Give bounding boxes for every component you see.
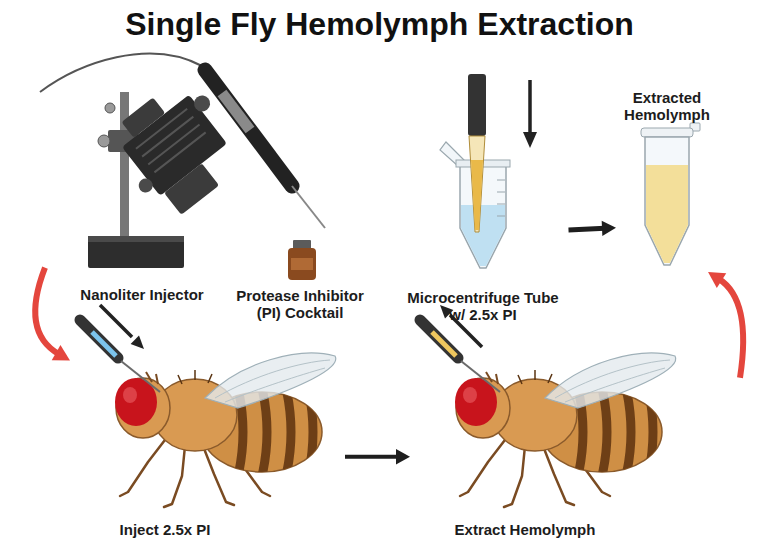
nanoliter-injector — [136, 109, 206, 173]
station-caption: Nanoliter Injector — [62, 286, 222, 303]
nanoliter-injector — [191, 92, 213, 114]
injection-pipette — [100, 305, 132, 337]
caption-block: Extract Hemolymph — [425, 521, 625, 538]
caption-block: Extracted Hemolymph — [621, 89, 713, 124]
microcentrifuge-tube — [461, 205, 505, 266]
process-station: Protease Inhibitor (PI) Cocktail — [227, 238, 375, 321]
nanoliter-injector — [88, 236, 184, 268]
nanoliter-injector — [40, 54, 325, 268]
station-caption: Microcentrifuge Tube w/ 2.5x PI — [401, 289, 566, 324]
extraction-pipette — [461, 361, 500, 392]
caption-block: Nanoliter Injector — [62, 286, 222, 303]
microcentrifuge-tube — [440, 74, 537, 268]
flow-arrow — [708, 272, 743, 378]
flow-arrow — [35, 268, 70, 361]
microcentrifuge-tube — [469, 136, 485, 232]
caption-block: Inject 2.5x PI — [75, 521, 255, 538]
station-caption: Inject 2.5x PI — [75, 521, 255, 538]
extracted-tube — [646, 165, 688, 263]
extracted-tube — [645, 137, 689, 265]
nanoliter-injector — [136, 176, 156, 196]
injection-pipette — [80, 320, 118, 358]
nanoliter-injector — [292, 186, 325, 228]
station-caption: Extract Hemolymph — [425, 521, 625, 538]
microcentrifuge-tube — [468, 74, 486, 136]
nanoliter-injector — [88, 236, 184, 242]
process-station: Nanoliter Injector — [45, 45, 225, 303]
fruit-fly — [455, 353, 676, 507]
nanoliter-injector — [105, 103, 115, 113]
arrow-head — [602, 221, 616, 236]
injection-pipette — [80, 305, 160, 392]
fruit-fly — [115, 353, 336, 507]
microcentrifuge-tube — [471, 160, 483, 230]
caption-block: Microcentrifuge Tube w/ 2.5x PI — [401, 289, 566, 324]
injection-pipette — [121, 361, 160, 392]
arrow-shaft — [569, 228, 605, 230]
process-station: Extracted Hemolymph — [616, 87, 720, 272]
microcentrifuge-tube — [497, 180, 505, 216]
nanoliter-injector — [205, 70, 292, 186]
caption-block: Protease Inhibitor (PI) Cocktail — [230, 287, 370, 322]
reagent-bottle — [288, 248, 316, 280]
diagram-title: Single Fly Hemolymph Extraction — [125, 6, 634, 43]
process-station: Extract Hemolymph — [410, 322, 740, 538]
reagent-bottle — [288, 240, 316, 280]
arrow-shaft — [345, 455, 399, 459]
extraction-pipette — [420, 320, 458, 358]
nanoliter-injector — [120, 92, 129, 238]
extracted-tube — [641, 128, 693, 137]
reagent-bottle — [293, 240, 311, 249]
flow-arrow — [569, 221, 617, 236]
injection-pipette — [131, 336, 144, 349]
process-station: Inject 2.5x PI — [70, 322, 345, 538]
arrow-head — [396, 449, 410, 464]
arrow-shaft — [719, 279, 743, 378]
injection-pipette — [92, 332, 116, 356]
title-bar: Single Fly Hemolymph Extraction — [0, 6, 759, 43]
microcentrifuge-tube — [460, 166, 506, 268]
flow-arrow — [345, 449, 410, 464]
station-caption: Extracted Hemolymph — [621, 89, 713, 124]
nanoliter-injector — [164, 163, 219, 215]
nanoliter-injector — [222, 93, 250, 130]
arrow-shaft — [35, 268, 59, 354]
microcentrifuge-tube — [523, 132, 537, 148]
station-caption: Protease Inhibitor (PI) Cocktail — [230, 287, 370, 322]
nanoliter-injector — [98, 135, 110, 147]
arrow-head — [708, 272, 726, 288]
nanoliter-injector — [40, 54, 202, 92]
reagent-bottle — [291, 258, 313, 270]
arrow-head — [52, 345, 70, 361]
extracted-tube — [641, 123, 700, 265]
extraction-pipette — [432, 332, 456, 356]
microcentrifuge-tube — [528, 80, 532, 134]
process-station: Microcentrifuge Tube w/ 2.5x PI — [398, 70, 569, 323]
